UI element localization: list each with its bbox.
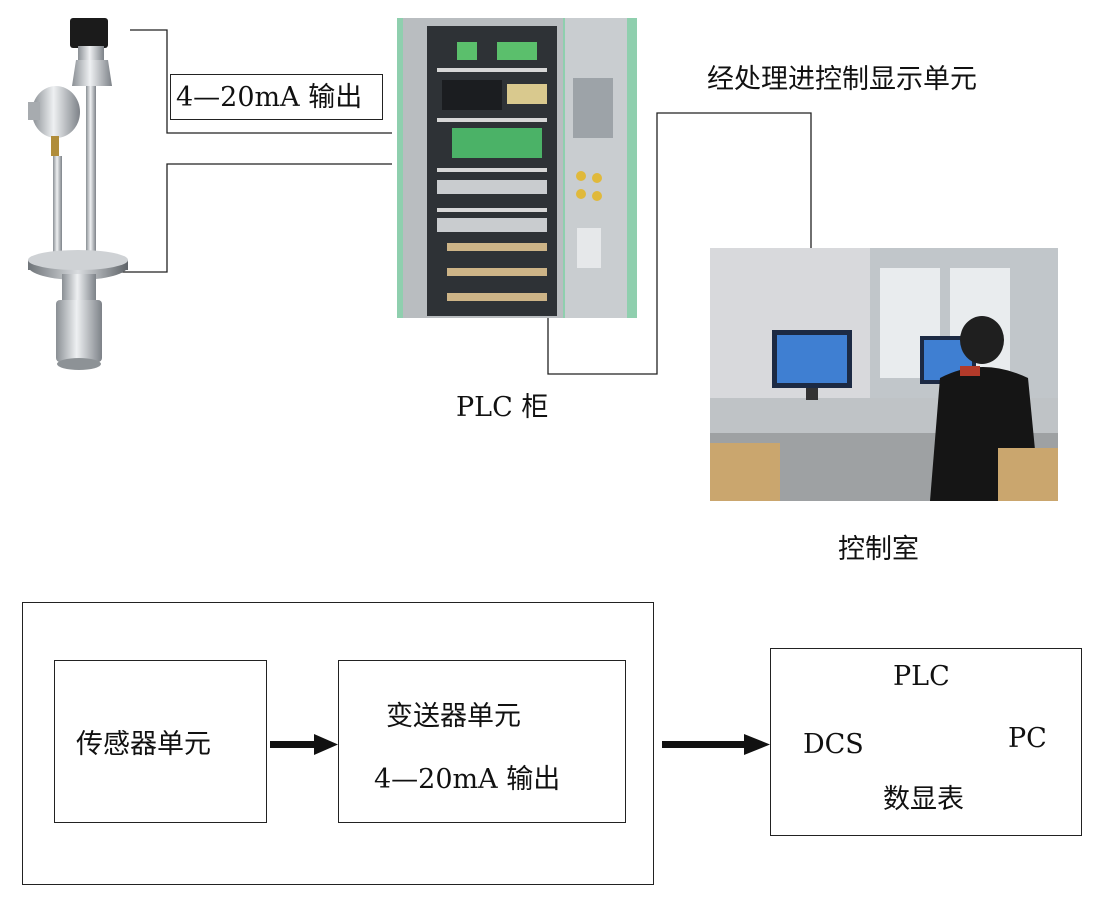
sensor-transmitter-image (18, 8, 158, 378)
signal-label-box (170, 74, 383, 120)
transmitter-output-label: 4—20mA 输出 (374, 764, 561, 795)
receiver-box (770, 648, 1082, 836)
signal-output-label: 4—20mA 输出 (176, 82, 363, 113)
sensor-unit-label: 传感器单元 (76, 729, 211, 760)
plc-cabinet-image (397, 18, 637, 318)
transmitter-unit-label: 变送器单元 (386, 701, 521, 732)
signal-wire-lower (112, 163, 392, 273)
receiver-pc-label: PC (1008, 723, 1047, 754)
control-room-label: 控制室 (838, 534, 919, 565)
receiver-dcs-label: DCS (803, 729, 864, 760)
sensor-unit-box (54, 660, 267, 823)
signal-wire-upper (130, 29, 392, 134)
transmitter-unit-box (338, 660, 626, 823)
plc-cabinet-label: PLC 柜 (456, 392, 549, 423)
instrument-outer-box (22, 602, 654, 885)
receiver-meter-label: 数显表 (883, 784, 964, 815)
receiver-plc-label: PLC (893, 661, 950, 692)
arrow-transmitter-to-receivers (662, 734, 770, 755)
arrow-sensor-to-transmitter (270, 734, 338, 755)
plc-to-control-room-wire (547, 112, 812, 375)
display-unit-label: 经处理进控制显示单元 (707, 64, 977, 95)
control-room-image (710, 248, 1058, 501)
